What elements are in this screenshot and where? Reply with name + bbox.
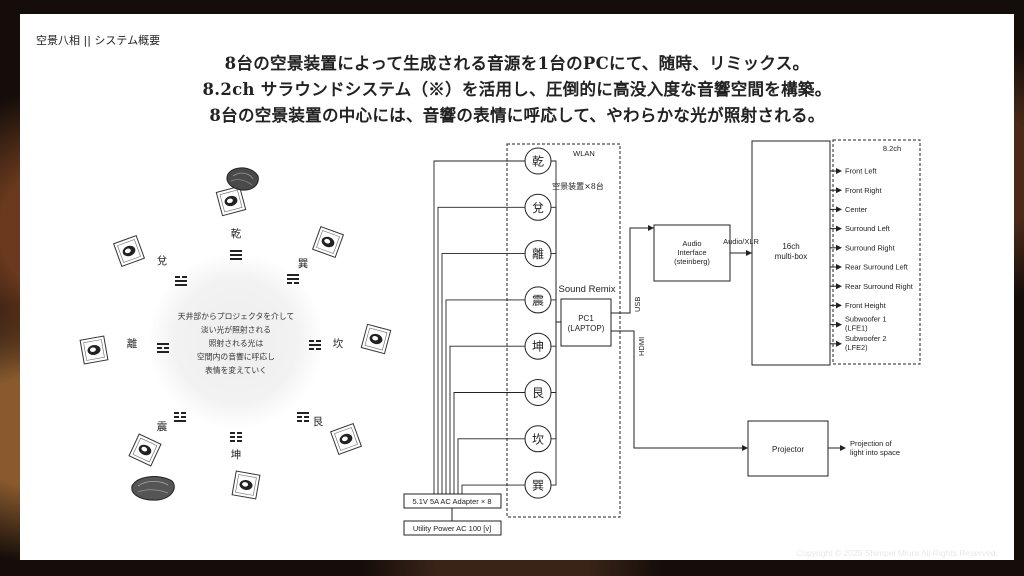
device-node: 坤 bbox=[524, 332, 552, 360]
sound-remix-label: Sound Remix bbox=[558, 284, 615, 295]
trigram-circle-diagram: 天井部からプロジェクタを介して淡い光が照射される照射される光は空間内の音響に呼応… bbox=[79, 167, 392, 501]
trigram-symbol bbox=[157, 343, 169, 353]
channel-label: Rear Surround Left bbox=[845, 263, 908, 272]
channel-label: Front Height bbox=[845, 301, 886, 310]
hdmi-label: HDMI bbox=[637, 337, 646, 356]
device-node: 巽 bbox=[524, 471, 552, 499]
headline-line-3: 8台の空景装置の中心には、音響の表情に呼応して、やわらかな光が照射される。 bbox=[209, 106, 825, 125]
headline-line-1: 8台の空景装置によって生成される音源を1台のPCにて、随時、リミックス。 bbox=[224, 54, 810, 73]
device-icon bbox=[360, 323, 392, 355]
multibox-label-1: 16ch bbox=[782, 242, 799, 251]
multibox-box bbox=[751, 140, 831, 366]
trigram-label: 乾 bbox=[231, 227, 242, 240]
device-icon bbox=[79, 335, 109, 365]
wlan-label: WLAN bbox=[573, 149, 595, 158]
device-node-label: 坎 bbox=[532, 432, 544, 446]
pc-box bbox=[560, 298, 612, 347]
audio-interface-label-3: (steinberg) bbox=[674, 257, 710, 266]
device-icon bbox=[311, 225, 345, 259]
audio-interface-label-2: Interface bbox=[677, 248, 706, 257]
power-wires bbox=[433, 160, 525, 494]
trigram-label: 坤 bbox=[231, 448, 242, 461]
device-icon bbox=[112, 234, 146, 268]
audio-xlr-label: Audio/XLR bbox=[723, 237, 759, 246]
fanin-wires bbox=[551, 160, 561, 486]
wlan-region bbox=[506, 143, 621, 518]
trigram-symbol bbox=[175, 276, 187, 286]
audio-interface-label-1: Audio bbox=[682, 239, 701, 248]
channel-lines bbox=[830, 168, 842, 347]
projector-box bbox=[747, 420, 829, 477]
trigram-label: 坎 bbox=[333, 337, 344, 350]
usb-label: USB bbox=[633, 297, 642, 312]
surround-title: 8.2ch bbox=[883, 144, 901, 153]
surround-region bbox=[832, 139, 921, 365]
audio-interface-box bbox=[653, 224, 731, 282]
trigram-symbol bbox=[309, 340, 321, 350]
device-icon bbox=[215, 185, 247, 217]
channel-label: Rear Surround Right bbox=[845, 282, 913, 291]
device-node: 震 bbox=[524, 286, 552, 314]
channel-label: Surround Left bbox=[845, 224, 890, 233]
center-text-line: 照射される光は bbox=[209, 338, 264, 348]
center-text-line: 表情を変えていく bbox=[205, 365, 267, 375]
device-icon bbox=[231, 470, 261, 500]
device-node-label: 巽 bbox=[532, 479, 544, 493]
power-label: Utility Power AC 100 [v] bbox=[413, 524, 491, 533]
trigram-symbol bbox=[230, 250, 242, 260]
multibox-label-2: multi-box bbox=[775, 252, 807, 261]
trigram-symbol bbox=[297, 412, 309, 422]
device-node: 乾 bbox=[524, 147, 552, 175]
channel-label: (LFE2) bbox=[845, 343, 868, 352]
device-node-label: 艮 bbox=[532, 386, 544, 400]
center-text-line: 淡い光が照射される bbox=[201, 325, 271, 335]
device-node: 兌 bbox=[524, 193, 552, 221]
device-node-label: 坤 bbox=[532, 339, 544, 354]
devices-label: 空景装置×8台 bbox=[552, 181, 604, 191]
device-node: 坎 bbox=[524, 425, 552, 453]
device-node-label: 震 bbox=[532, 293, 544, 307]
device-node-label: 乾 bbox=[532, 155, 544, 169]
trigram-symbol bbox=[230, 432, 242, 442]
rock-image-bottom bbox=[131, 476, 175, 501]
rock-image-top bbox=[226, 167, 259, 191]
adapter-label: 5.1V 5A AC Adapter × 8 bbox=[412, 497, 491, 506]
device-node-label: 離 bbox=[532, 247, 544, 261]
projector-label: Projector bbox=[772, 445, 804, 454]
slide: 空景八相 || システム概要 8台の空景装置によって生成される音源を1台のPCに… bbox=[20, 14, 1014, 560]
trigram-label: 艮 bbox=[313, 416, 324, 428]
channel-label: Center bbox=[845, 205, 868, 214]
trigram-label: 巽 bbox=[298, 258, 309, 270]
center-text-line: 天井部からプロジェクタを介して bbox=[178, 311, 294, 321]
device-node: 離 bbox=[524, 240, 552, 268]
device-node: 艮 bbox=[524, 379, 552, 406]
channel-label: Subwoofer 2 bbox=[845, 334, 887, 343]
device-icon bbox=[329, 422, 363, 456]
pc-label-2: (LAPTOP) bbox=[568, 324, 605, 333]
device-node-label: 兌 bbox=[532, 201, 544, 215]
trigram-label: 兌 bbox=[157, 255, 168, 267]
device-icon bbox=[128, 433, 162, 467]
channel-label: Front Right bbox=[845, 186, 882, 195]
channel-label: Subwoofer 1 bbox=[845, 315, 887, 324]
center-text: 天井部からプロジェクタを介して淡い光が照射される照射される光は空間内の音響に呼応… bbox=[178, 311, 294, 375]
projection-label-2: light into space bbox=[850, 448, 900, 457]
projection-label-1: Projection of bbox=[850, 439, 893, 448]
trigram-symbol bbox=[287, 274, 299, 284]
headline-line-2: 8.2ch サラウンドシステム（※）を活用し、圧倒的に高没入度な音響空間を構築。 bbox=[202, 80, 832, 99]
copyright: Copyright © 2025 Shimpei Miura All Right… bbox=[796, 548, 998, 558]
channel-label: Front Left bbox=[845, 167, 877, 176]
light-circle bbox=[148, 253, 324, 429]
center-text-line: 空間内の音響に呼応し bbox=[197, 352, 275, 362]
channel-label: (LFE1) bbox=[845, 324, 868, 333]
trigram-symbol bbox=[174, 412, 186, 422]
channel-label: Surround Right bbox=[845, 243, 895, 252]
trigram-label: 震 bbox=[157, 421, 168, 433]
pc-label-1: PC1 bbox=[578, 314, 594, 323]
slide-tag: 空景八相 || システム概要 bbox=[36, 34, 161, 47]
trigram-label: 離 bbox=[127, 337, 138, 350]
